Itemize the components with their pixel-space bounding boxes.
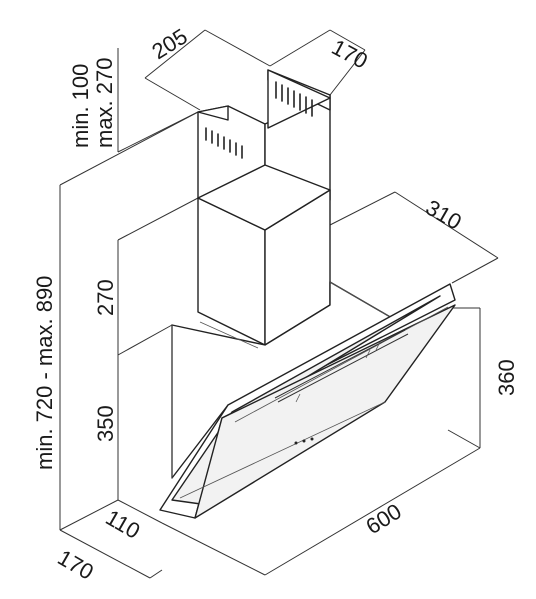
label-chimney-height: 270 (93, 279, 118, 316)
label-chimney-depth: 205 (147, 24, 191, 65)
glass-panel (159, 283, 456, 519)
chimney-lower (197, 164, 331, 346)
label-width: 600 (361, 499, 405, 540)
label-glass-height: 360 (494, 359, 519, 396)
label-chimney-width: 170 (328, 34, 372, 73)
label-chimney-extension-max: max. 270 (92, 58, 117, 149)
label-body-height: 350 (93, 405, 118, 442)
label-glass-depth: 310 (422, 195, 466, 235)
label-chimney-extension-min: min. 100 (68, 64, 93, 148)
dimension-lines (59, 29, 499, 579)
label-base-depth: 170 (54, 545, 98, 585)
label-total-height: min. 720 - max. 890 (32, 276, 57, 470)
